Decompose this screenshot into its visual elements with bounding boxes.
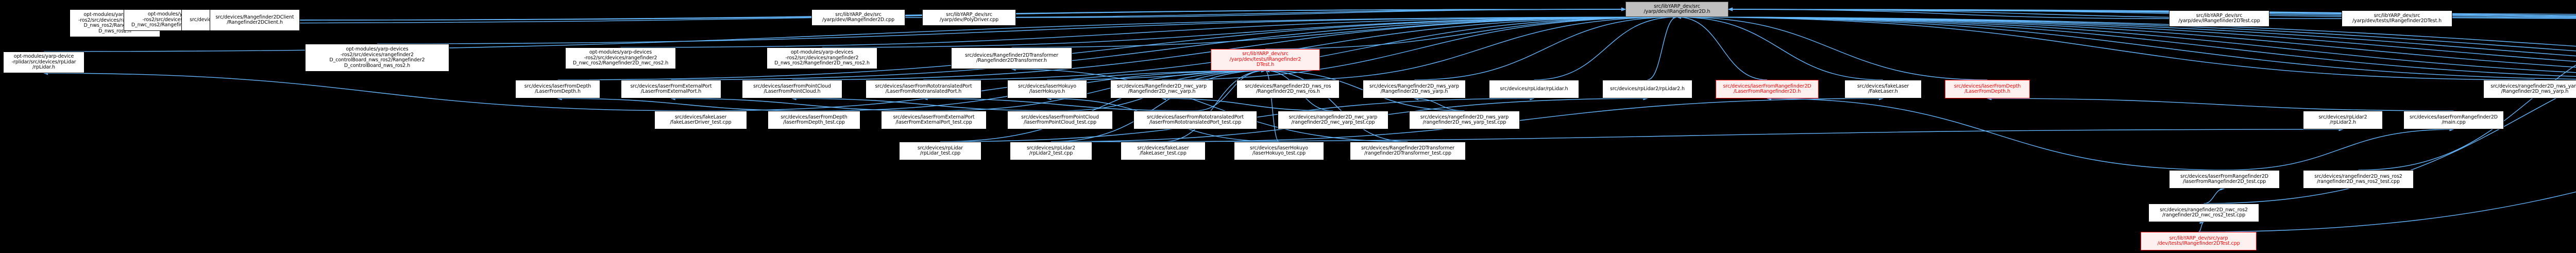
graph-node[interactable]: src/devices/rangefinder2D_nwc_ros2 /rang… [2148, 204, 2259, 222]
graph-edge [670, 96, 934, 111]
graph-edge [934, 69, 1266, 111]
graph-edge [1050, 127, 2344, 142]
graph-node[interactable]: opt-modules/yarp-devices -ros2/src/devic… [767, 47, 877, 69]
graph-node[interactable]: src/devices/Rangefinder2D_nws_yarp /Rang… [1363, 80, 1466, 98]
graph-node[interactable]: src/devices/laserFromDepth /LaserFromDep… [1945, 80, 2030, 98]
graph-node[interactable]: src/devices/fakeLaser /fakeLaserDriver_t… [654, 111, 747, 129]
graph-node[interactable]: src/devices/laserFromRangefinder2D /main… [2403, 111, 2504, 129]
graph-edge [1414, 15, 1677, 80]
graph-edge [1676, 15, 1768, 80]
graph-node[interactable]: src/devices/laserHokuyo /laserHokuyo.h [1007, 80, 1087, 98]
graph-edge [1414, 96, 1465, 111]
graph-node[interactable]: src/devices/rangefinder2D_nws_yarp /rang… [1409, 111, 1520, 129]
graph-edge [620, 15, 1677, 48]
graph-edge [940, 69, 1266, 142]
graph-node[interactable]: src/devices/Rangefinder2D_nwc_yarp /Rang… [1110, 80, 1213, 98]
graph-edge [2358, 64, 2576, 171]
graph-edge [2224, 127, 2454, 171]
graph-edge [1265, 15, 1677, 49]
graph-edge [1163, 96, 1884, 142]
graph-node[interactable]: src/libYARP_dev/src/yarp /dev/tests/IRan… [2141, 232, 2257, 250]
graph-node[interactable]: src/devices/fakeLaser /FakeLaser.h [1844, 80, 1922, 98]
graph-edge [1287, 15, 1677, 80]
graph-node[interactable]: src/devices/rpLidar/rpLidar.h [1489, 80, 1579, 98]
graph-edge [1534, 15, 1677, 80]
graph-node[interactable]: opt-modules/yarp-devices -ros2/src/devic… [565, 47, 676, 69]
graph-node[interactable]: src/devices/rpLidar2/rpLidar2.h [1602, 80, 1692, 98]
graph-node[interactable]: opt-modules/yarp-device -rplidar/src/dev… [3, 52, 84, 73]
graph-node[interactable]: src/devices/laserHokuyo /laserHokuyo_tes… [1234, 142, 1324, 160]
graph-node[interactable]: src/devices/laserFromDepth /laserFromDep… [768, 111, 860, 129]
graph-edge [2198, 191, 2576, 232]
graph-edge [1676, 15, 1988, 80]
graph-node[interactable]: src/devices/rpLidar2 /rpLidar2.h [2303, 111, 2383, 129]
graph-node[interactable]: src/devices/Rangefinder2DClient /Rangefi… [210, 9, 300, 31]
graph-edge [2204, 187, 2225, 204]
graph-node[interactable]: src/devices/Rangefinder2DTransformer /ra… [1350, 142, 1466, 160]
graph-edge [557, 15, 1677, 80]
graph-node[interactable]: src/devices/fakeLaser /fakeLaser_test.cp… [1121, 142, 1206, 160]
graph-node[interactable]: src/devices/rpLidar /rpLidar_test.cpp [899, 142, 981, 160]
graph-node[interactable]: src/devices/rangefinder2D_nws_yarp /Rang… [2483, 80, 2576, 98]
graph-edge [43, 71, 701, 111]
graph-edge [557, 96, 815, 111]
graph-edge [1161, 96, 1333, 111]
graph-edge [1015, 7, 1626, 18]
graph-node[interactable]: src/devices/Rangefinder2DTransformer /Ra… [951, 47, 1072, 69]
graph-node[interactable]: src/devices/rangefinder2D_nwc_yarp /rang… [1278, 111, 1388, 129]
graph-node[interactable]: src/devices/laserFromPointCloud /LaserFr… [742, 80, 842, 98]
graph-root-node[interactable]: src/libYARP_dev/src /yarp/dev/IRangefind… [1625, 2, 1728, 17]
graph-node[interactable]: src/devices/laserFromPointCloud /laserFr… [1007, 111, 1113, 129]
graph-edge [1728, 7, 2170, 19]
graph-node[interactable]: src/devices/laserFromRangefinder2D /Lase… [1716, 80, 1819, 98]
graph-node[interactable]: src/libYARP_dev/src /yarp/dev/IRangefind… [811, 9, 905, 26]
graph-edge [791, 96, 1060, 111]
graph-edge [1676, 15, 1884, 80]
graph-node[interactable]: src/libYARP_dev/src /yarp/dev/PolyDriver… [922, 9, 1016, 26]
graph-node[interactable]: src/devices/laserFromExternalPort /laser… [881, 111, 987, 129]
graph-node[interactable]: src/devices/laserFromDepth /LaserFromDep… [515, 80, 600, 98]
graph-edge [1047, 15, 1677, 80]
graph-node[interactable]: src/libYARP_dev/src /yarp/dev/tests/IRan… [2342, 10, 2452, 27]
graph-node[interactable]: src/libYARP_dev/src /yarp/dev/tests/IRan… [1211, 49, 1320, 71]
graph-edge [1767, 96, 2225, 171]
graph-node[interactable]: src/devices/laserFromRototranslatedPort … [866, 80, 981, 98]
graph-node[interactable]: src/devices/rpLidar2 /rpLidar2_test.cpp [1010, 142, 1092, 160]
graph-node[interactable]: src/devices/laserFromRangefinder2D /lase… [2169, 170, 2280, 189]
graph-edge [1011, 15, 1677, 48]
graph-edge [377, 15, 1677, 44]
graph-edge [1647, 15, 1677, 80]
graph-node[interactable]: src/devices/laserFromRototranslatedPort … [1133, 111, 1257, 129]
graph-node[interactable]: opt-modules/yarp-devices -ros2/src/devic… [305, 44, 449, 72]
graph-edge [923, 96, 1196, 111]
graph-node[interactable]: src/libYARP_dev/src /yarp/dev/IRangefind… [2169, 10, 2269, 27]
graph-node[interactable]: src/devices/laserFromExternalPort /Laser… [621, 80, 721, 98]
graph-edge [2198, 220, 2205, 232]
graph-node[interactable]: src/devices/Rangefinder2D_nws_ros /Range… [1236, 80, 1340, 98]
graph-node[interactable]: src/devices/rangefinder2D_nws_ros2 /rang… [2303, 170, 2414, 189]
graph-edge [1987, 96, 2454, 111]
